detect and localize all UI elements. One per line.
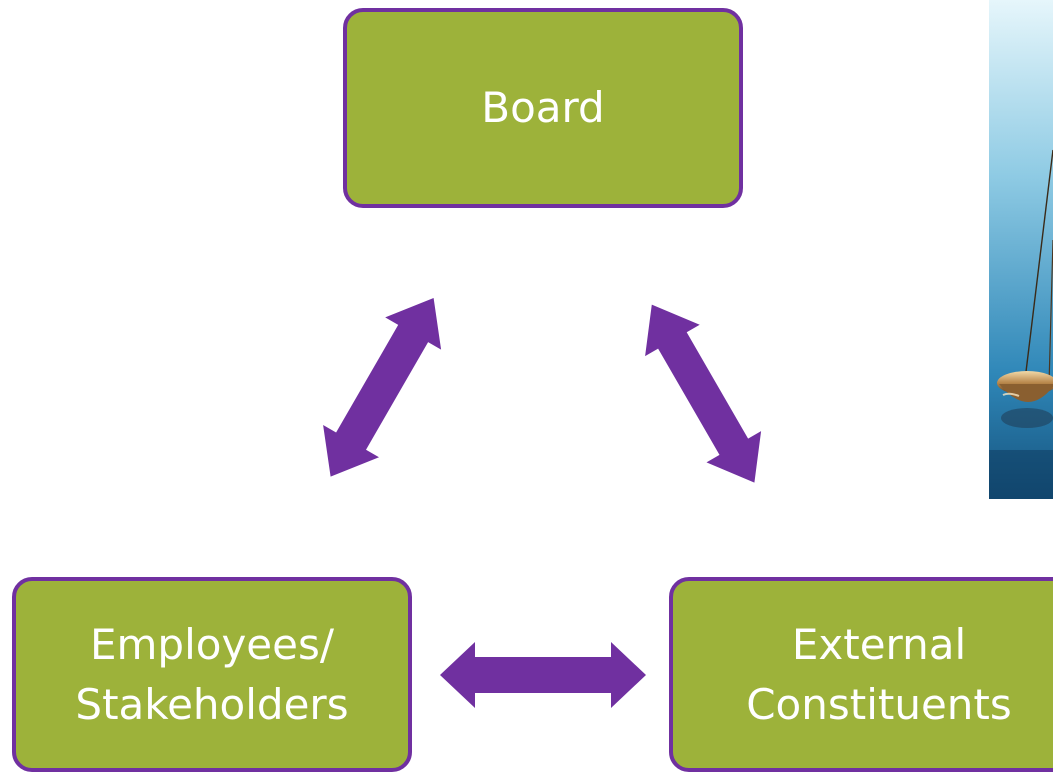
arrow-board-employees — [323, 298, 442, 477]
board-label: Board — [481, 83, 605, 133]
scales-of-justice-image — [989, 0, 1053, 499]
employees-label-line-2: Stakeholders — [75, 679, 349, 729]
external-label-line-2: Constituents — [746, 679, 1012, 729]
scales-of-justice-photo — [989, 0, 1053, 499]
arrow-board-external — [645, 304, 762, 483]
employees-label-line-1: Employees/ — [89, 619, 335, 669]
external-constituents-box: External Constituents — [669, 577, 1053, 772]
board-box: Board — [343, 8, 743, 208]
employees-stakeholders-box: Employees/ Stakeholders — [12, 577, 412, 772]
external-label-line-1: External — [791, 619, 967, 669]
arrow-employees-external — [440, 642, 646, 708]
